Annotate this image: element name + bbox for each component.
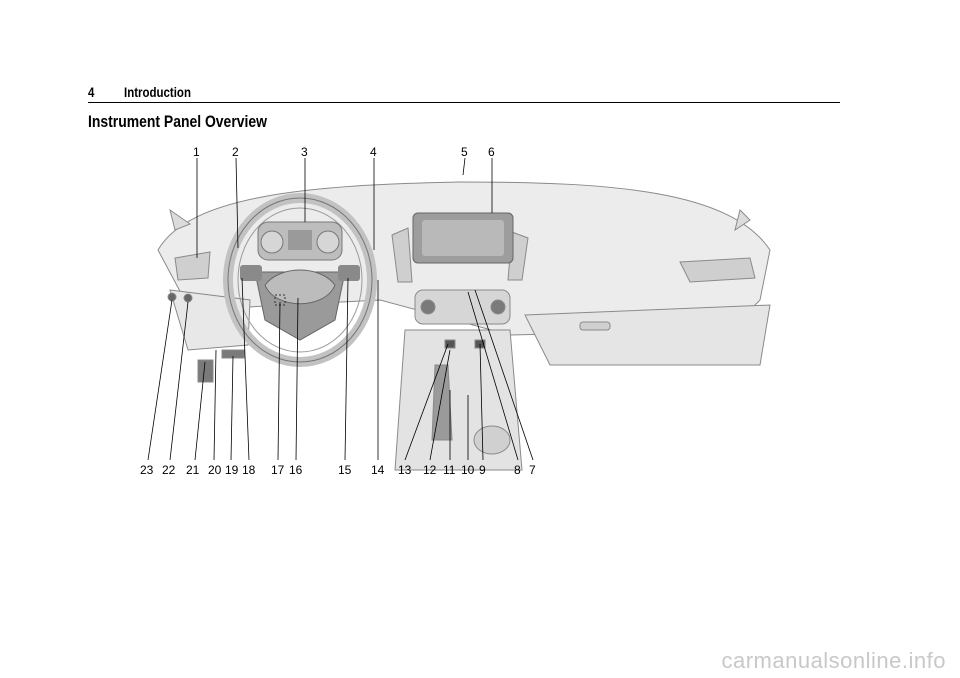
section-title: Introduction	[124, 84, 191, 100]
steering-wheel	[223, 193, 377, 367]
callout-9: 9	[479, 463, 486, 477]
callout-13: 13	[398, 463, 412, 477]
page-title: Instrument Panel Overview	[88, 112, 267, 131]
callout-11: 11	[443, 463, 456, 477]
callout-17: 17	[271, 463, 285, 477]
page-header: 4 Introduction	[88, 84, 840, 103]
instrument-panel-illustration: 1 2 3 4 5 6 23 22 21 20 19 18 17 16 15 1…	[140, 145, 771, 477]
callout-7: 7	[529, 463, 536, 477]
callout-18: 18	[242, 463, 256, 477]
callout-1: 1	[193, 145, 200, 159]
callout-15: 15	[338, 463, 352, 477]
callout-23: 23	[140, 463, 154, 477]
callout-20: 20	[208, 463, 222, 477]
callout-6: 6	[488, 145, 495, 159]
callouts-bottom: 23 22 21 20 19 18 17 16 15 14 13 12 11 1…	[140, 463, 536, 477]
callout-14: 14	[371, 463, 385, 477]
callout-10: 10	[461, 463, 475, 477]
callout-2: 2	[232, 145, 239, 159]
watermark: carmanualsonline.info	[721, 648, 946, 673]
callout-8: 8	[514, 463, 521, 477]
callout-21: 21	[186, 463, 200, 477]
leader-lines	[147, 157, 534, 461]
callout-16: 16	[289, 463, 303, 477]
callout-12: 12	[423, 463, 437, 477]
page-number: 4	[88, 84, 95, 100]
callout-22: 22	[162, 463, 176, 477]
callout-5: 5	[461, 145, 468, 159]
callout-3: 3	[301, 145, 308, 159]
callout-19: 19	[225, 463, 239, 477]
callout-4: 4	[370, 145, 377, 159]
callouts-top: 1 2 3 4 5 6	[193, 145, 495, 159]
